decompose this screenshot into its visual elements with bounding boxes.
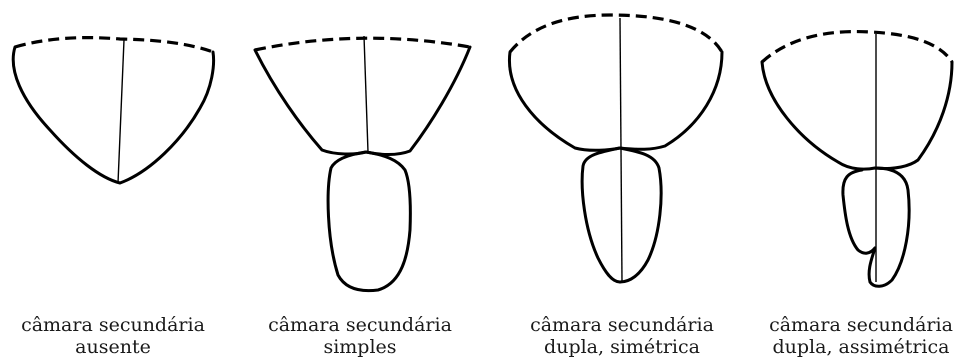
figure-simple-primary-chamber [255, 47, 470, 155]
caption-absent: câmara secundária ausente [0, 314, 228, 358]
figure-simple-dashed-rim [255, 38, 470, 50]
figure-double-asymmetric-left-secondary [843, 170, 875, 253]
caption-simple-line1: câmara secundária [245, 314, 475, 336]
caption-double-symmetric-line1: câmara secundária [507, 314, 737, 336]
figure-double-symmetric-left-secondary [582, 148, 620, 282]
caption-simple: câmara secundária simples [245, 314, 475, 358]
caption-double-asymmetric: câmara secundária dupla, assimétrica [746, 314, 966, 358]
figure-simple [255, 36, 470, 291]
figure-simple-axis [364, 36, 368, 152]
caption-simple-line2: simples [245, 336, 475, 358]
figure-absent-dashed-rim [15, 38, 213, 52]
figure-absent [13, 38, 213, 183]
caption-double-symmetric-line2: dupla, simétrica [507, 336, 737, 358]
figure-double-asymmetric-dashed-rim [762, 32, 952, 62]
figure-double-symmetric-dashed-rim [510, 15, 722, 52]
figure-double-asymmetric [762, 32, 952, 287]
figure-double-asymmetric-right-secondary [869, 168, 909, 286]
figure-double-asymmetric-primary-chamber [762, 62, 952, 169]
caption-absent-line2: ausente [0, 336, 228, 358]
caption-double-asymmetric-line1: câmara secundária [746, 314, 966, 336]
figure-absent-primary-chamber [13, 47, 213, 183]
figure-absent-axis [118, 40, 124, 183]
caption-double-asymmetric-line2: dupla, assimétrica [746, 336, 966, 358]
figure-double-symmetric-right-secondary [620, 148, 661, 282]
figure-double-symmetric [509, 15, 722, 282]
figure-double-symmetric-primary-chamber [509, 52, 722, 150]
caption-absent-line1: câmara secundária [0, 314, 228, 336]
figure-double-symmetric-axis [620, 18, 622, 282]
figure-simple-secondary-chamber [328, 152, 410, 291]
caption-double-symmetric: câmara secundária dupla, simétrica [507, 314, 737, 358]
